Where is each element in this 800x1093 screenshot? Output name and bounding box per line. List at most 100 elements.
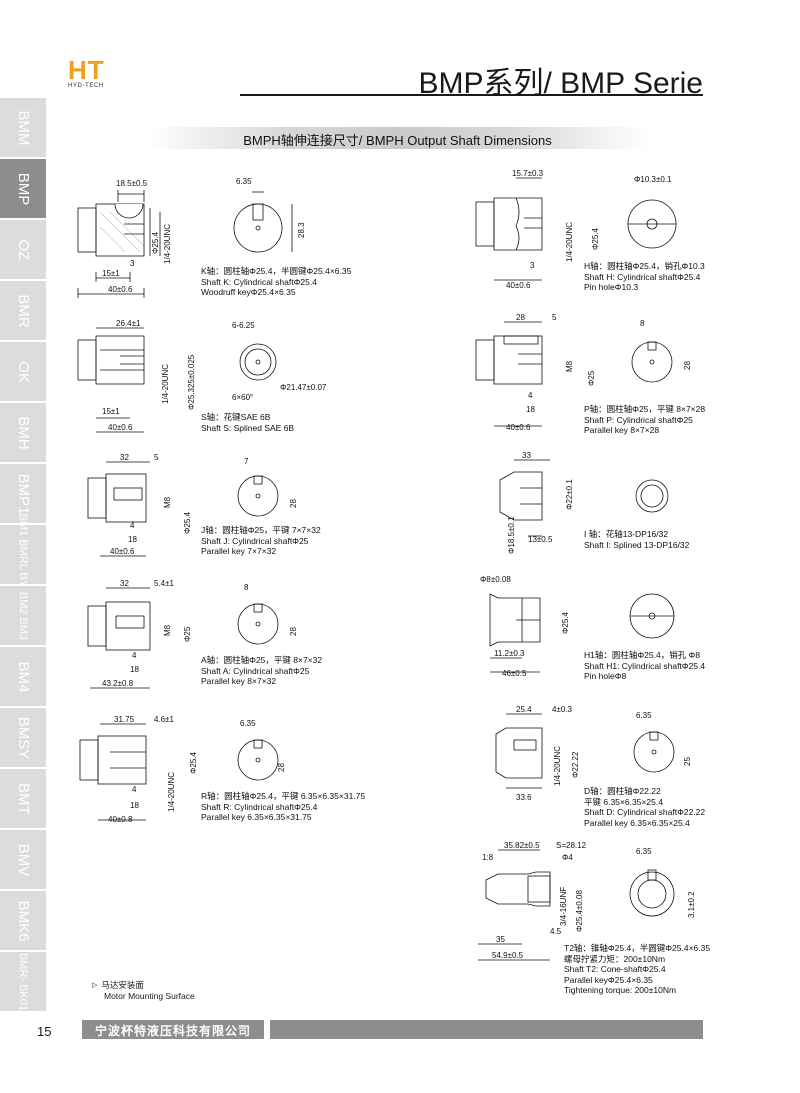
dim-p-dia: Φ25 — [587, 370, 596, 386]
header-divider — [240, 94, 703, 96]
sidebar-tab[interactable]: BMH — [0, 403, 46, 462]
caption-line: Parallel keyΦ25.4×6.35 — [564, 974, 653, 985]
dim-k-dia: Φ25.4 — [151, 231, 160, 254]
caption-line: Pin holeΦ8 — [584, 671, 627, 681]
dim-a-dia: Φ25 — [183, 626, 192, 642]
sidebar-tab[interactable]: BMP1 — [0, 464, 46, 523]
caption-line: D轴：圆柱轴Φ22.22 — [584, 786, 661, 796]
dim-a-43: 43.2±0.8 — [102, 679, 134, 688]
sidebar-tab[interactable]: BMR- BK01 — [0, 952, 46, 1011]
caption-line: Shaft H1: Cylindrical shaftΦ25.4 — [584, 660, 706, 671]
sidebar-tab[interactable]: BMR — [0, 281, 46, 340]
sidebar-tab-label: BMP1 — [15, 473, 32, 514]
shaft-a-caption: A轴：圆柱轴Φ25，平键 8×7×32 Shaft A: Cylindrical… — [201, 655, 322, 687]
shaft-j-caption: J轴：圆柱轴Φ25，平键 7×7×32 Shaft J: Cylindrical… — [201, 525, 321, 557]
dim-h-pin: Φ10.3±0.1 — [634, 175, 672, 184]
mounting-surface-legend: ▷马达安装面 Motor Mounting Surface — [92, 980, 195, 1002]
caption-line: Shaft I: Splined 13-DP16/32 — [584, 539, 690, 550]
sidebar-tab[interactable]: BMP — [0, 159, 46, 218]
caption-line: Pin holeΦ10.3 — [584, 282, 639, 292]
sidebar-tab-label: BMR- BK01 — [17, 952, 29, 1011]
dim-t2-s: S=28.12 — [556, 841, 587, 850]
dim-p-40: 40±0.6 — [506, 423, 531, 432]
sidebar-tab-label: BMH — [15, 415, 32, 450]
caption-line: Shaft T2: Cone-shaftΦ25.4 — [564, 964, 666, 974]
sidebar-tab-label: BMT — [15, 782, 32, 815]
caption-line: H轴：圆柱轴Φ25.4，销孔Φ10.3 — [584, 261, 705, 271]
shaft-t2-caption: T2轴：锥轴Φ25.4，半圆键Φ25.4×6.35 螺母拧紧力矩：200±10N… — [564, 943, 710, 996]
dim-t2-dia: Φ25.4±0.08 — [575, 890, 584, 932]
dim-r-thread: 1/4-20UNC — [167, 772, 176, 812]
shaft-h-caption: H轴：圆柱轴Φ25.4，销孔Φ10.3 Shaft H: Cylindrical… — [584, 261, 705, 293]
sidebar-tab[interactable]: BM2 BM3 — [0, 586, 46, 645]
caption-line: K轴：圆柱轴Φ25.4，半圆键Φ25.4×6.35 — [201, 266, 352, 276]
shaft-a-drawing: 32 5.4±1 M8 Φ25 4 18 43.2±0.8 8 28 — [87, 579, 298, 689]
caption-line: 螺母拧紧力矩：200±10Nm — [564, 953, 666, 964]
dim-s-thread: 1/4-20UNC — [161, 364, 170, 404]
shaft-s-drawing: 26.4±1 15±1 40±0.6 Φ25.325±0.025 1/4-20U… — [77, 319, 327, 433]
dim-r-key: 6.35 — [240, 719, 256, 728]
shaft-d-drawing: 25.4 4±0.3 1/4-20UNC Φ22.22 33.6 6.35 25 — [495, 705, 692, 802]
dim-t2-phi4: Φ4 — [562, 853, 573, 862]
dim-i-base: Φ18.5±0.1 — [507, 516, 516, 554]
caption-line: A轴：圆柱轴Φ25，平键 8×7×32 — [201, 655, 323, 665]
company-name: 宁波杯特液压科技有限公司 — [94, 1024, 251, 1038]
dim-d-dia: Φ22.22 — [571, 751, 580, 778]
dim-d-key: 6.35 — [636, 711, 652, 720]
caption-line: Tightening torque: 200±10Nm — [564, 985, 677, 995]
sidebar-tab[interactable]: OK — [0, 342, 46, 401]
caption-line: S轴：花键SAE 6B — [201, 412, 271, 422]
dim-d-33: 33.6 — [516, 793, 532, 802]
sidebar-tab[interactable]: BMV — [0, 830, 46, 889]
dim-r-31: 31.75 — [114, 715, 135, 724]
dim-h1-11: 11.2±0.3 — [494, 649, 525, 658]
caption-line: Shaft P: Cylindrical shaftΦ25 — [584, 414, 693, 425]
shaft-h1-drawing: Φ8±0.08 Φ25.4 11.2±0.3 46±0.5 — [480, 575, 675, 678]
sidebar-tab[interactable]: BM4 — [0, 647, 46, 706]
dim-s-dia: Φ25.325±0.025 — [187, 354, 196, 410]
dim-t2-54: 54.9±0.5 — [492, 951, 524, 960]
caption-line: I 轴：花轴13-DP16/32 — [584, 529, 669, 539]
dim-h-depth: 3 — [530, 261, 535, 270]
dim-h-length: 15.7±0.3 — [512, 169, 544, 178]
dim-j-4: 4 — [130, 521, 135, 530]
caption-line: Parallel key 6.35×6.35×25.4 — [584, 817, 690, 828]
dim-h-thread: 1/4-20UNC — [565, 222, 574, 262]
dim-j-m8: M8 — [163, 496, 172, 508]
dim-s-angle: 6×60° — [232, 393, 253, 402]
dim-s-spline: 6-6.25 — [232, 321, 255, 330]
sidebar-tab[interactable]: BM1 BMRL BYM — [0, 513, 46, 596]
sidebar-tab-label: BMP — [15, 172, 32, 205]
dim-a-height: 28 — [289, 627, 298, 636]
caption-line: Shaft K: Cylindrical shaftΦ25.4 — [201, 276, 317, 287]
caption-line: Parallel key 7×7×32 — [201, 546, 277, 556]
shaft-i-drawing: 33 Φ22±0.1 Φ18.5±0.1 13±0.5 — [499, 451, 669, 554]
dim-t2-key: 6.35 — [636, 847, 652, 856]
logo-subtitle: HYD-TECH — [68, 83, 104, 89]
dim-h1-46: 46±0.5 — [502, 669, 527, 678]
dim-a-5: 5.4±1 — [154, 579, 175, 588]
dim-r-40: 40±0.8 — [108, 815, 133, 824]
dim-d-4: 4±0.3 — [552, 705, 573, 714]
sidebar-tab[interactable]: BMSY — [0, 708, 46, 767]
sidebar-tab[interactable]: BMK6 — [0, 891, 46, 950]
caption-line: 平键 6.35×6.35×25.4 — [584, 796, 663, 807]
page-number: 15 — [37, 1024, 52, 1039]
shaft-p-drawing: 28 5 M8 Φ25 4 18 40±0.6 8 28 — [475, 314, 692, 432]
dim-p-m8: M8 — [565, 360, 574, 372]
dim-p-key: 8 — [640, 319, 645, 328]
dim-r-18: 18 — [130, 801, 139, 810]
sidebar-tab[interactable]: BMM — [0, 98, 46, 157]
dim-d-thread: 1/4-20UNC — [553, 746, 562, 786]
dim-h1-dia: Φ25.4 — [561, 611, 570, 634]
dim-a-4: 4 — [132, 651, 137, 660]
dim-j-dia: Φ25.4 — [183, 511, 192, 534]
dim-i-13: 13±0.5 — [528, 535, 553, 544]
dim-t2-45: 4.5 — [550, 927, 562, 936]
caption-line: Shaft R: Cylindrical shaftΦ25.4 — [201, 801, 318, 812]
triangle-marker-icon: ▷ — [92, 982, 98, 989]
sidebar-tab[interactable]: OZ — [0, 220, 46, 279]
dim-r-height: 28 — [277, 763, 286, 772]
sidebar-tab[interactable]: BMT — [0, 769, 46, 828]
